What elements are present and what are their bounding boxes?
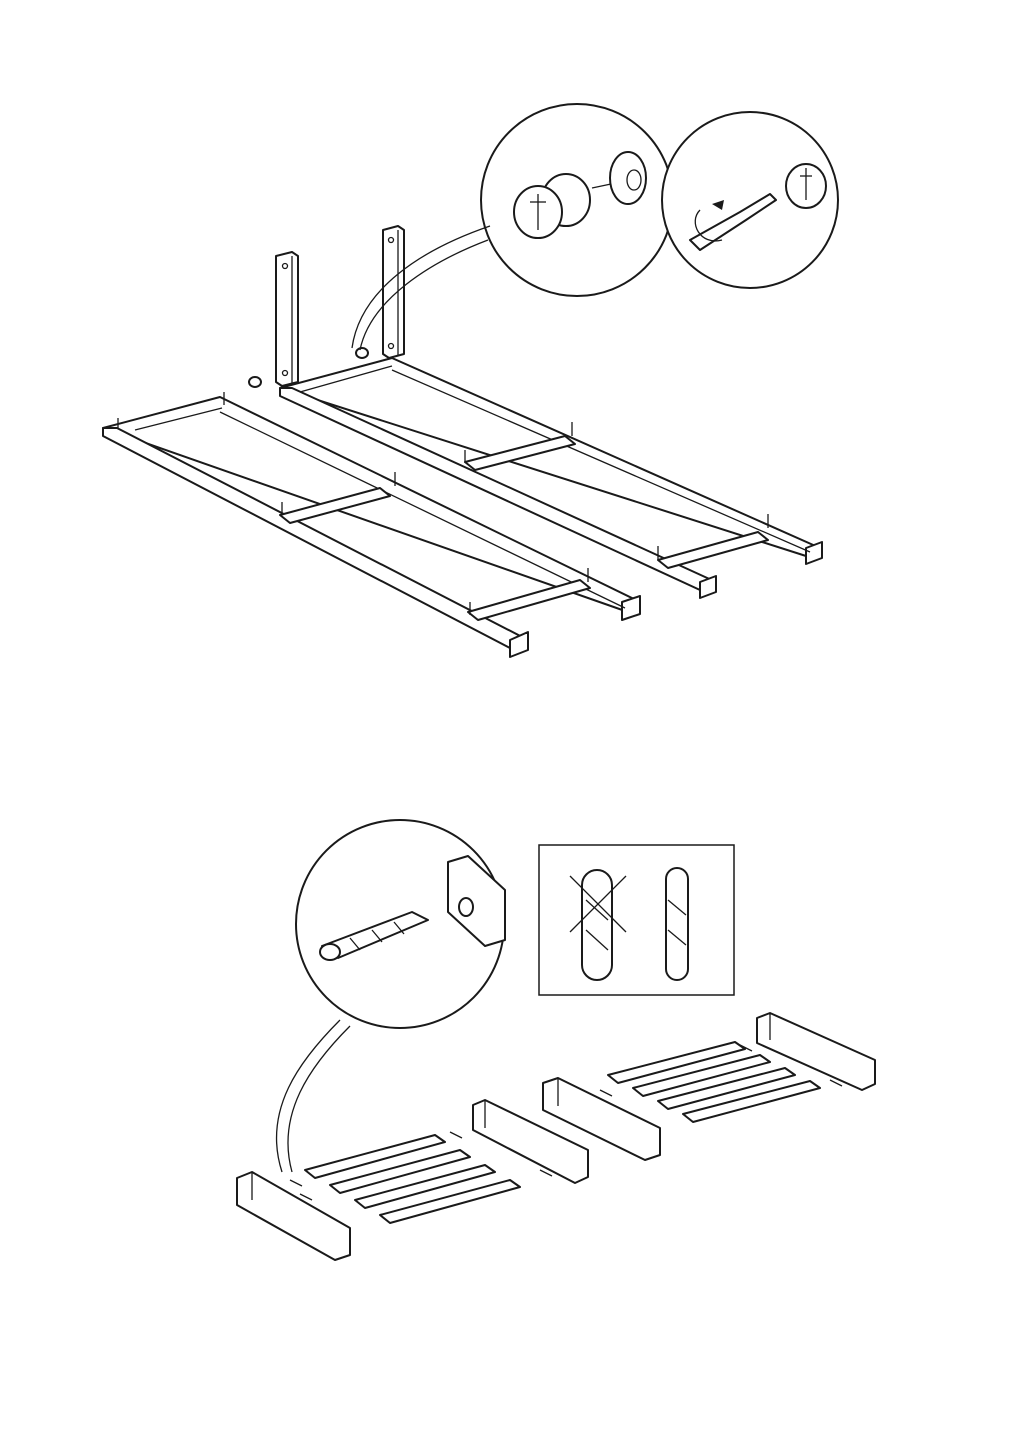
right-slat-assembly: [542, 1012, 876, 1161]
right-ladder-frame: [279, 357, 823, 599]
cam-lock-small: [248, 347, 369, 388]
screwdriver-zoom: [661, 111, 839, 289]
dowel-zoom: [275, 819, 506, 1173]
step-5-illustration: [102, 103, 839, 658]
left-ladder-frame: [102, 392, 641, 658]
upright-posts: [275, 225, 405, 387]
dowel-comparison-box: [538, 844, 735, 996]
cam-lock-zoom: [351, 103, 674, 351]
left-slat-assembly: [236, 1099, 589, 1261]
